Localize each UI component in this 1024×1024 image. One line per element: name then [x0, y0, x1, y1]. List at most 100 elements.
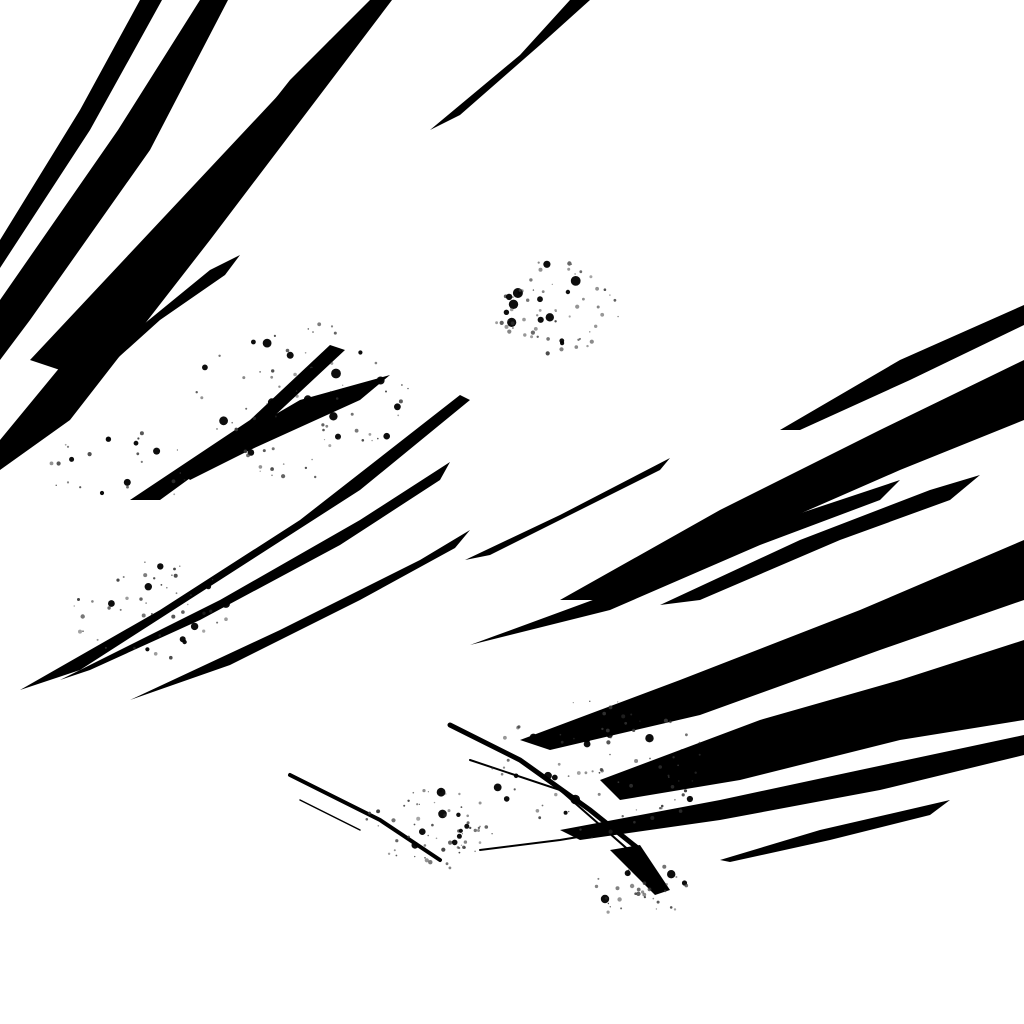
splatter-dot — [79, 486, 82, 489]
splatter-dot — [187, 603, 189, 606]
splatter-dot — [368, 433, 372, 436]
splatter-dot — [499, 320, 504, 325]
splatter-dot — [576, 771, 581, 775]
splatter-dot — [330, 361, 334, 365]
splatter-dot — [686, 795, 694, 803]
splatter-dot — [605, 728, 610, 733]
splatter-dot — [293, 372, 297, 377]
splatter-dot — [536, 314, 539, 317]
splatter-dot — [600, 894, 610, 904]
splatter-dot — [568, 810, 570, 813]
splatter-dot — [555, 310, 557, 312]
splatter-dot — [478, 841, 482, 844]
splatter-dot — [669, 906, 673, 909]
splatter-dot — [173, 493, 176, 496]
splatter-dot — [663, 718, 669, 723]
splatter-dot — [473, 828, 477, 833]
splatter-dot — [617, 701, 619, 703]
splatter-dot — [96, 638, 99, 641]
splatter-dot — [251, 339, 256, 345]
splatter-dot — [377, 437, 379, 440]
splatter-dot — [158, 634, 161, 637]
splatter-dot — [570, 276, 581, 286]
splatter-dot — [412, 791, 415, 794]
splatter-dot — [662, 864, 667, 869]
splatter-dot — [567, 267, 571, 271]
splatter-dot — [463, 846, 466, 849]
splatter-dot — [331, 368, 341, 379]
splatter-dot — [245, 407, 248, 410]
splatter-dot — [414, 855, 416, 858]
splatter-dot — [608, 829, 613, 834]
splatter-dot — [325, 424, 329, 428]
splatter-dot — [216, 428, 218, 430]
splatter-dot — [583, 735, 591, 743]
splatter-dot — [150, 613, 153, 615]
scratch-line — [469, 759, 641, 861]
splatter-dot — [634, 759, 639, 763]
splatter-dot — [422, 789, 426, 793]
splatter-dot — [395, 839, 399, 843]
splatter-dot — [64, 443, 67, 446]
splatter-dot — [322, 428, 325, 432]
splatter-dot — [361, 439, 365, 442]
splatter-dot — [503, 309, 510, 315]
splatter-dot — [397, 414, 400, 417]
splatter-dot — [606, 740, 611, 745]
brush-stroke — [660, 475, 980, 605]
splatter-dot — [589, 331, 591, 333]
splatter-dot — [677, 764, 679, 767]
splatter-dot — [387, 852, 391, 855]
splatter-dot — [629, 783, 633, 788]
splatter-dot — [568, 315, 571, 318]
top-left-stroke-group — [0, 0, 590, 470]
splatter-dot — [506, 758, 510, 762]
splatter-dot — [258, 465, 263, 469]
splatter-dot — [508, 299, 519, 309]
splatter-dot — [513, 788, 516, 791]
splatter-dot — [606, 731, 613, 738]
splatter-dot — [606, 910, 610, 914]
splatter-dot — [304, 352, 307, 354]
splatter-dot — [658, 765, 662, 769]
splatter-dot — [636, 823, 643, 831]
splatter-dot — [608, 705, 613, 710]
splatter-dot — [636, 891, 641, 896]
splatter-dot — [202, 611, 206, 615]
splatter-dot — [139, 597, 143, 601]
splatter-dot — [266, 403, 268, 405]
splatter-dot — [673, 908, 677, 911]
splatter-dot — [281, 474, 286, 479]
splatter-dot — [333, 331, 337, 335]
splatter-dot — [583, 740, 591, 748]
splatter-dot — [153, 447, 161, 455]
splatter-dot — [544, 771, 552, 780]
splatter-dot — [458, 851, 461, 854]
splatter-dot — [591, 770, 594, 773]
splatter-dot — [477, 829, 480, 832]
splatter-dot — [411, 841, 419, 849]
splatter-dot — [273, 334, 276, 337]
splatter-dot — [401, 384, 403, 386]
splatter-dot — [570, 794, 581, 805]
splatter-dot — [328, 444, 332, 448]
splatter-dot — [535, 809, 540, 813]
splatter-dot — [107, 606, 111, 610]
splatter-dot — [554, 309, 557, 312]
splatter-dot — [681, 793, 685, 797]
splatter-dot — [458, 828, 463, 833]
splatter-dot — [435, 837, 438, 840]
splatter-dot — [667, 774, 670, 777]
brush-stroke — [560, 360, 1024, 600]
splatter-dot — [512, 296, 514, 298]
right-lower-stroke-group — [520, 540, 1024, 895]
splatter-dot — [507, 329, 512, 334]
splatter-dot — [91, 600, 94, 603]
splatter-dot — [680, 749, 685, 754]
splatter-dot — [685, 733, 688, 737]
splatter-dot — [231, 421, 233, 424]
splatter-dot — [502, 766, 506, 769]
